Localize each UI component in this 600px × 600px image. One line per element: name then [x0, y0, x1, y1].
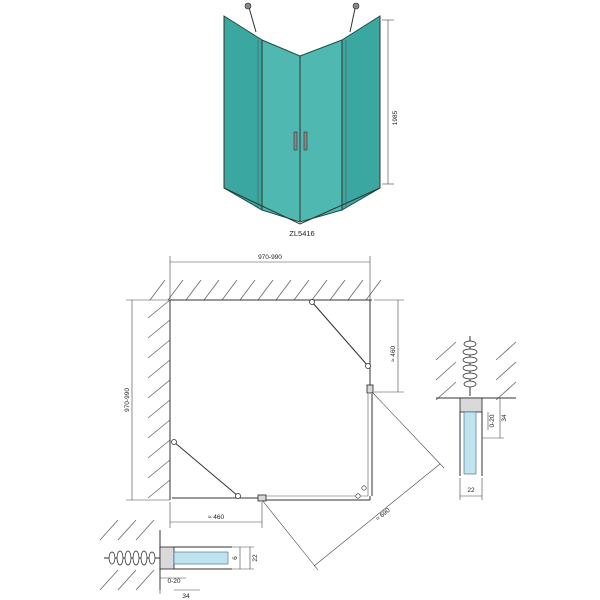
detail-right-profile: 0-20 34 22 [435, 336, 517, 500]
anchor-screw-bottom [104, 550, 160, 566]
perspective-view: 1985 ZL5416 [223, 2, 399, 238]
left-fixed-glass-panel [223, 15, 263, 211]
detail-right-total-label: 34 [501, 414, 508, 422]
door-swing-bottom [171, 439, 241, 499]
width-label: 970-990 [258, 254, 282, 261]
door-swing-right [309, 299, 371, 369]
glass-insert-right [463, 411, 477, 475]
bottom-door-dimension: ≈ 460 [169, 502, 263, 528]
detail-bottom-inner-label: 6 [232, 556, 239, 560]
depth-label: 970-990 [124, 388, 131, 412]
glass-insert-bottom [173, 551, 229, 565]
width-dimension: 970-990 [169, 254, 371, 300]
door-handles [293, 131, 308, 151]
plan-view: 970-990 970-990 [124, 254, 445, 571]
product-code: ZL5416 [289, 229, 314, 238]
height-dimension: 1985 [382, 19, 399, 185]
right-fixed-glass-panel [341, 15, 381, 211]
diagonal-label: ≈ 690 [375, 507, 392, 523]
stabiliser-bar-left [244, 2, 257, 33]
height-label: 1985 [392, 110, 399, 125]
top-wall-hatch [149, 279, 382, 301]
left-wall-hatch [147, 299, 171, 499]
detail-right-bottom-label: 22 [467, 487, 475, 494]
stabiliser-bar-right [349, 2, 360, 33]
right-door-label: ≈ 460 [390, 346, 397, 363]
right-door-dimension: ≈ 460 [374, 299, 404, 393]
anchor-screw-right [462, 336, 478, 396]
detail-bottom-profile: 0-20 34 6 22 [99, 519, 259, 600]
left-door-glass-panel [261, 39, 301, 223]
depth-dimension: 970-990 [124, 299, 170, 501]
detail-right-adjust-label: 0-20 [489, 414, 496, 427]
detail-bottom-total-label: 34 [182, 593, 190, 600]
diagonal-dimension: ≈ 690 [261, 391, 445, 571]
detail-bottom-outer-label: 22 [252, 554, 259, 562]
bottom-door-label: ≈ 460 [208, 514, 225, 521]
right-door-glass-panel [299, 39, 343, 223]
detail-bottom-adjust-label: 0-20 [167, 578, 180, 585]
